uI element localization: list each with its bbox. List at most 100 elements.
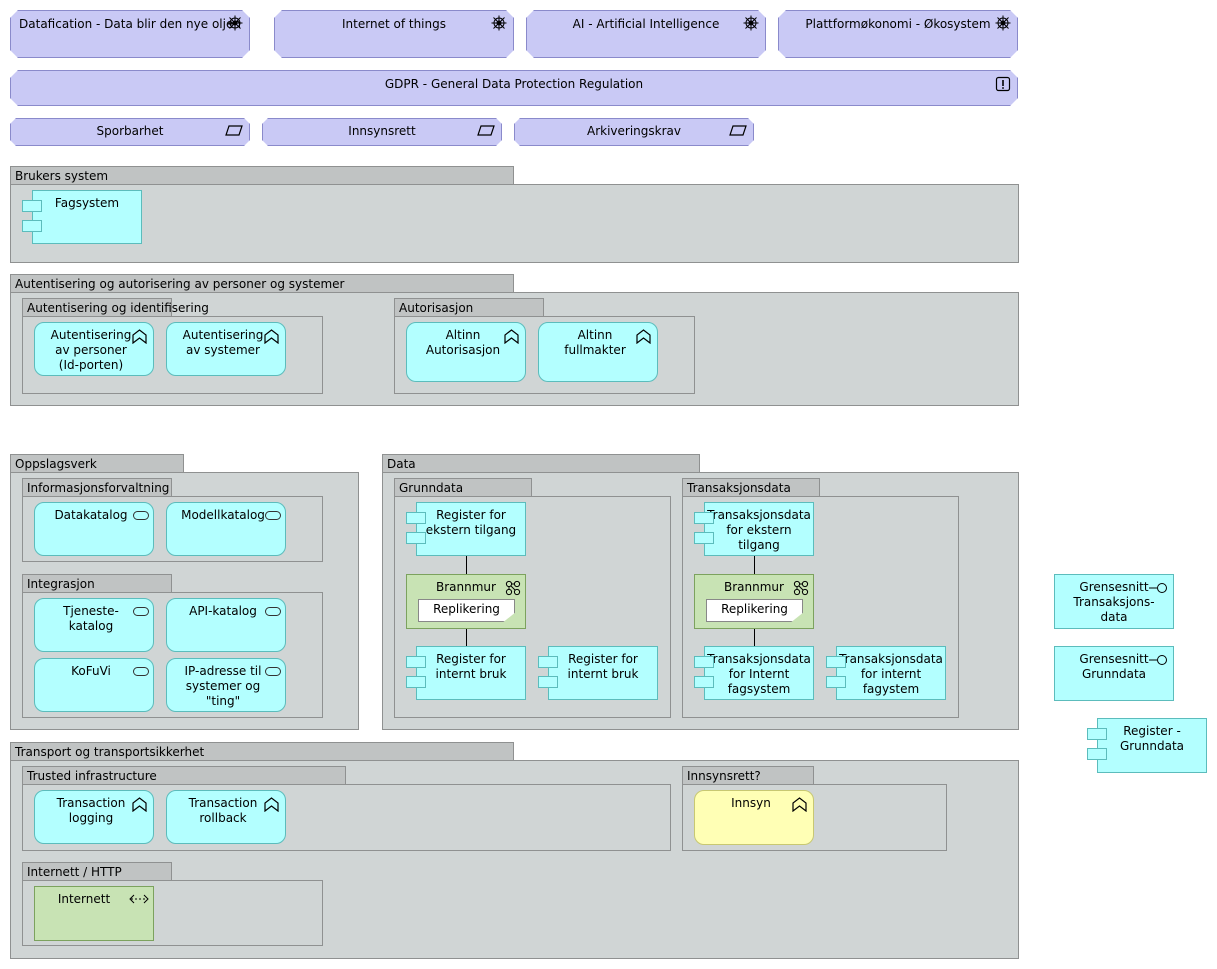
group-title: Transport og transportsikkerhet xyxy=(15,745,205,759)
group-tab-transport[interactable]: Transport og transportsikkerhet xyxy=(10,742,514,761)
component-fagsystem[interactable]: Fagsystem xyxy=(32,190,142,244)
component-label: Transaksjonsdata for internt fagystem xyxy=(839,652,943,696)
interface-label: Modellkatalog xyxy=(181,508,265,522)
service-arrow-icon xyxy=(264,329,279,344)
component-grunndata-internt-2[interactable]: Register for internt bruk xyxy=(548,646,658,700)
service-arrow-icon xyxy=(504,329,519,344)
component-tab-icon xyxy=(538,656,558,668)
service-autentisering-personer[interactable]: Autentisering av personer (Id-porten) xyxy=(34,322,154,376)
artifact-grunndata-replikering[interactable]: Replikering xyxy=(418,599,515,622)
driver-datafication[interactable]: Datafication - Data blir den nye oljen xyxy=(10,10,250,58)
requirement-arkiveringskrav[interactable]: Arkiveringskrav xyxy=(514,118,754,146)
constraint-gdpr[interactable]: GDPR - General Data Protection Regulatio… xyxy=(10,70,1018,106)
component-tab-icon xyxy=(1087,728,1107,740)
component-label: Register - Grunndata xyxy=(1119,724,1185,753)
component-tab-icon xyxy=(406,532,426,544)
component-tab-icon xyxy=(694,676,714,688)
interface-datakatalog[interactable]: Datakatalog xyxy=(34,502,154,556)
interface-kofuvi[interactable]: KoFuVi xyxy=(34,658,154,712)
component-label: Register for internt bruk xyxy=(567,652,639,681)
group-tab-grunndata[interactable]: Grunndata xyxy=(394,478,532,497)
group-tab-data[interactable]: Data xyxy=(382,454,700,473)
group-tab-integrasjon[interactable]: Integrasjon xyxy=(22,574,172,593)
interface-grensesnitt-transaksjonsdata[interactable]: Grensesnitt Transaksjons- data xyxy=(1054,574,1174,629)
component-register-grunndata[interactable]: Register - Grunndata xyxy=(1097,718,1207,773)
driver-label: AI - Artificial Intelligence xyxy=(572,17,720,31)
service-label: Transaction rollback xyxy=(188,796,258,825)
pill-icon xyxy=(133,667,149,676)
node-internett[interactable]: Internett xyxy=(34,886,154,941)
service-label: Transaction logging xyxy=(56,796,126,825)
group-title: Integrasjon xyxy=(27,577,95,591)
service-arrow-icon xyxy=(132,329,147,344)
service-arrow-icon xyxy=(792,797,807,812)
group-title: Data xyxy=(387,457,416,471)
component-grunndata-internt-1[interactable]: Register for internt bruk xyxy=(416,646,526,700)
group-tab-transaksjonsdata[interactable]: Transaksjonsdata xyxy=(682,478,820,497)
group-tab-brukers-system[interactable]: Brukers system xyxy=(10,166,514,185)
interface-grensesnitt-grunndata[interactable]: Grensesnitt Grunndata xyxy=(1054,646,1174,701)
service-transaction-logging[interactable]: Transaction logging xyxy=(34,790,154,844)
requirement-sporbarhet[interactable]: Sporbarhet xyxy=(10,118,250,146)
node-label: Internett xyxy=(57,892,111,906)
constraint-label: GDPR - General Data Protection Regulatio… xyxy=(384,77,644,91)
requirement-innsynsrett[interactable]: Innsynsrett xyxy=(262,118,502,146)
group-tab-autentisering[interactable]: Autentisering og autorisering av persone… xyxy=(10,274,514,293)
service-arrow-icon xyxy=(636,329,651,344)
component-grunndata-ekstern[interactable]: Register for ekstern tilgang xyxy=(416,502,526,556)
group-tab-innsynsrett[interactable]: Innsynsrett? xyxy=(682,766,814,785)
component-trans-internt-1[interactable]: Transaksjonsdata for Internt fagsystem xyxy=(704,646,814,700)
interface-tjenestekatalog[interactable]: Tjeneste- katalog xyxy=(34,598,154,652)
group-title: Oppslagsverk xyxy=(15,457,97,471)
driver-internet-of-things[interactable]: Internet of things xyxy=(274,10,514,58)
driver-wheel-icon xyxy=(491,15,507,31)
component-tab-icon xyxy=(538,676,558,688)
service-arrow-icon xyxy=(132,797,147,812)
component-tab-icon xyxy=(22,220,42,232)
artifact-label: Replikering xyxy=(721,602,788,616)
artifact-trans-replikering[interactable]: Replikering xyxy=(706,599,803,622)
component-tab-icon xyxy=(826,656,846,668)
driver-label: Internet of things xyxy=(342,17,446,31)
service-label: Autentisering av systemer xyxy=(182,328,264,357)
group-tab-internett[interactable]: Internett / HTTP xyxy=(22,862,172,881)
group-title: Trusted infrastructure xyxy=(27,769,157,783)
component-label: Transaksjonsdata for ekstern tilgang xyxy=(707,508,811,552)
service-transaction-rollback[interactable]: Transaction rollback xyxy=(166,790,286,844)
component-label: Transaksjonsdata for Internt fagsystem xyxy=(707,652,811,696)
artifact-label: Replikering xyxy=(433,602,500,616)
bidirectional-arrow-icon xyxy=(129,894,149,904)
group-title: Innsynsrett? xyxy=(687,769,761,783)
group-tab-trusted[interactable]: Trusted infrastructure xyxy=(22,766,346,785)
group-title: Autorisasjon xyxy=(399,301,474,315)
driver-wheel-icon xyxy=(995,15,1011,31)
interface-modellkatalog[interactable]: Modellkatalog xyxy=(166,502,286,556)
group-brukers-system[interactable] xyxy=(10,184,1019,263)
group-tab-informasjonsforvaltning[interactable]: Informasjonsforvaltning xyxy=(22,478,172,497)
group-tab-identifisering[interactable]: Autentisering og identifisering xyxy=(22,298,209,317)
pill-icon xyxy=(265,667,281,676)
component-trans-internt-2[interactable]: Transaksjonsdata for internt fagystem xyxy=(836,646,946,700)
lollipop-icon xyxy=(1149,583,1167,593)
service-autentisering-systemer[interactable]: Autentisering av systemer xyxy=(166,322,286,376)
interface-label: KoFuVi xyxy=(71,664,111,678)
connection-line xyxy=(754,628,755,646)
requirement-parallelogram-icon xyxy=(477,125,495,136)
component-tab-icon xyxy=(1087,748,1107,760)
group-tab-oppslagsverk[interactable]: Oppslagsverk xyxy=(10,454,184,473)
service-innsyn[interactable]: Innsyn xyxy=(694,790,814,845)
service-altinn-autorisasjon[interactable]: Altinn Autorisasjon xyxy=(406,322,526,382)
component-tab-icon xyxy=(406,656,426,668)
component-trans-ekstern[interactable]: Transaksjonsdata for ekstern tilgang xyxy=(704,502,814,556)
interface-api-katalog[interactable]: API-katalog xyxy=(166,598,286,652)
group-title: Grunndata xyxy=(399,481,464,495)
interface-ip-adresse[interactable]: IP-adresse til systemer og "ting" xyxy=(166,658,286,712)
driver-ai[interactable]: AI - Artificial Intelligence xyxy=(526,10,766,58)
service-altinn-fullmakter[interactable]: Altinn fullmakter xyxy=(538,322,658,382)
group-tab-autorisasjon[interactable]: Autorisasjon xyxy=(394,298,544,317)
node-label: Brannmur xyxy=(724,580,784,594)
component-tab-icon xyxy=(406,512,426,524)
node-label: Brannmur xyxy=(436,580,496,594)
service-arrow-icon xyxy=(264,797,279,812)
driver-plattformokonomi[interactable]: Plattformøkonomi - Økosystem xyxy=(778,10,1018,58)
